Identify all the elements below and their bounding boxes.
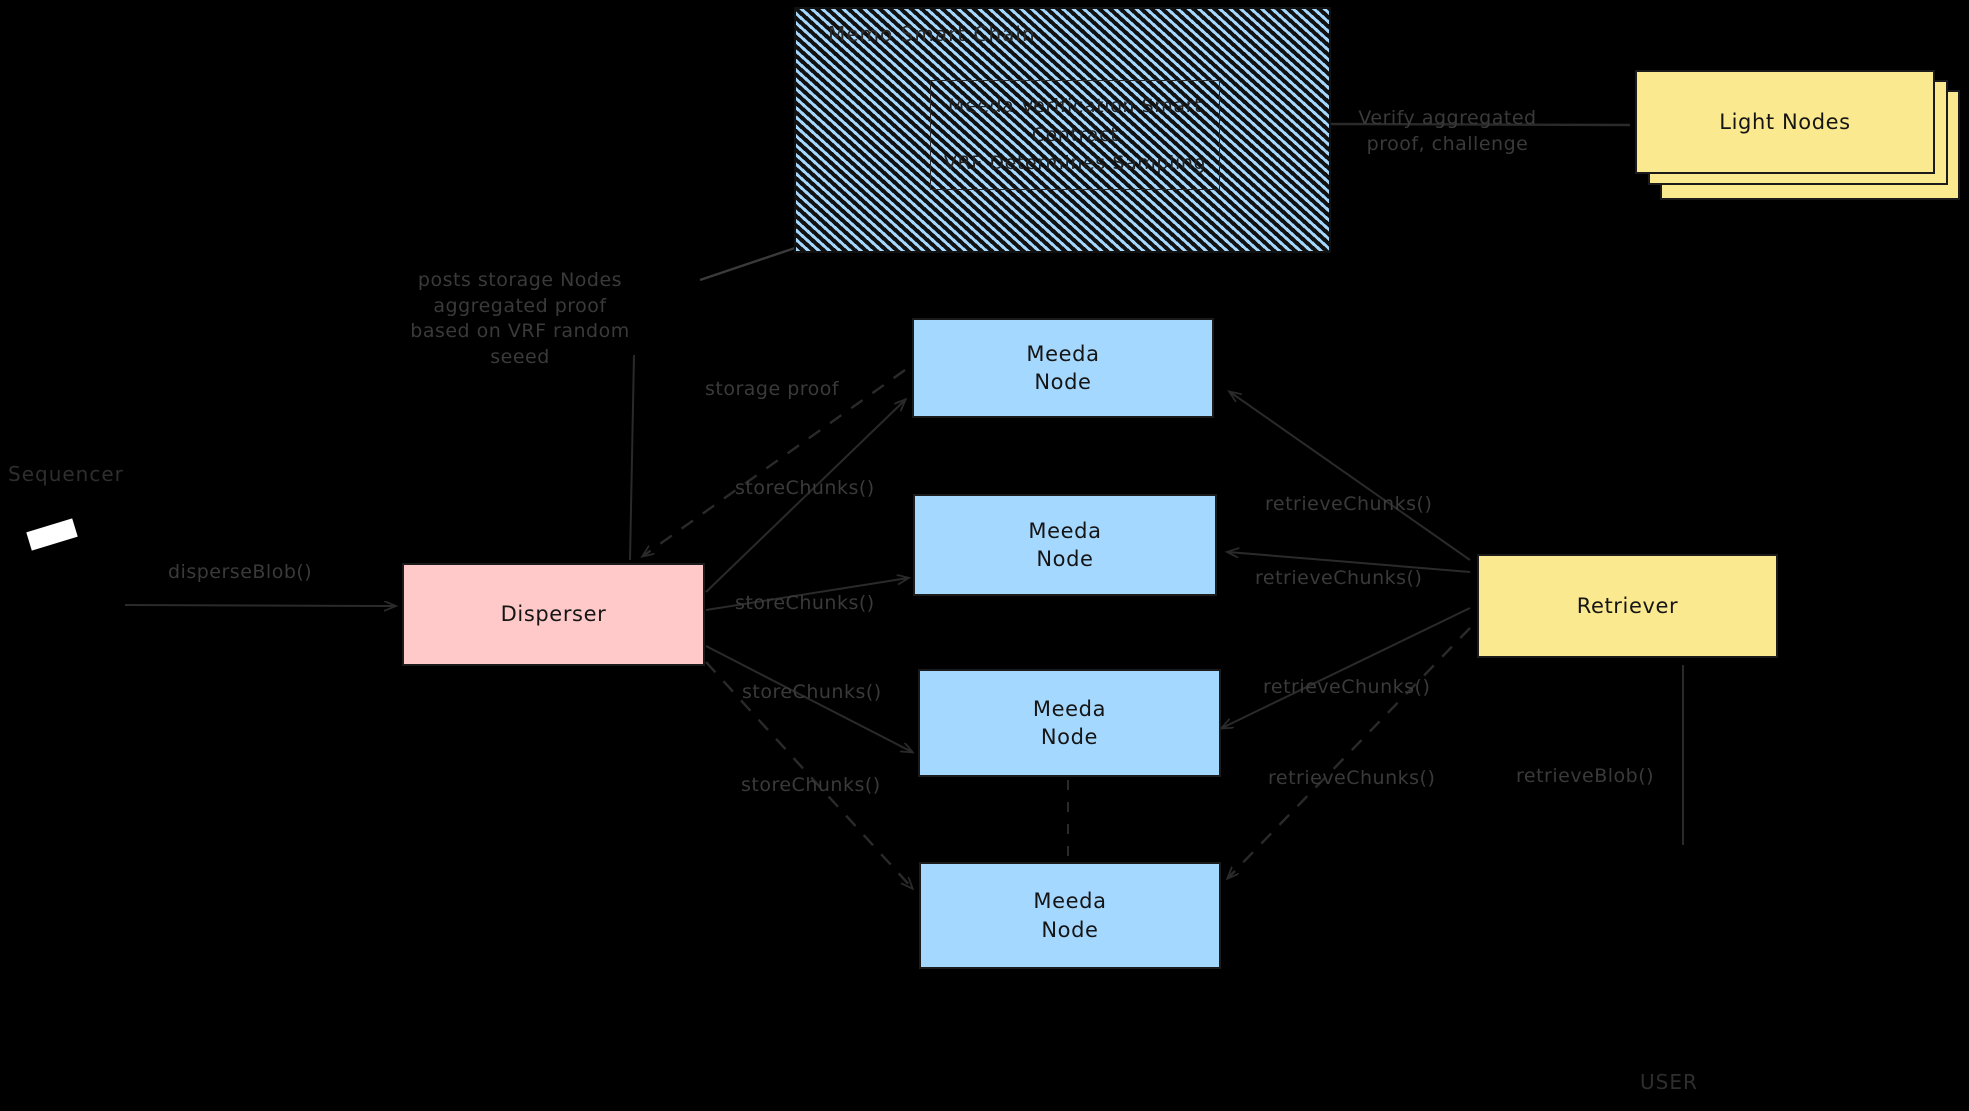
- contract-line-2: Contract: [1031, 123, 1119, 146]
- edge-label-retrieve-chunks-3: retrieveChunks(): [1263, 676, 1431, 698]
- meeda-node-4-line2: Node: [1041, 917, 1099, 942]
- meeda-node-3-line2: Node: [1040, 725, 1099, 749]
- contract-line-1: Meeda Verification Smart: [947, 95, 1203, 118]
- edge-label-store-chunks-3: storeChunks(): [742, 681, 882, 703]
- light-nodes-box[interactable]: Light Nodes: [1635, 70, 1935, 174]
- meeda-node-4[interactable]: Meeda Node: [919, 862, 1221, 969]
- edge-label-retrieve-chunks-1: retrieveChunks(): [1265, 493, 1433, 515]
- edge-retrieve-chunks-4: [1228, 627, 1471, 878]
- edge-label-storage-proof: storage proof: [705, 378, 840, 400]
- disperser-box[interactable]: Disperser: [402, 563, 705, 666]
- edge-label-store-chunks-2: storeChunks(): [735, 592, 875, 614]
- edge-chain-anchor: [699, 246, 796, 282]
- edge-label-disperse-blob: disperseBlob(): [168, 561, 313, 583]
- edge-retrieve-chunks-1: [1230, 392, 1471, 561]
- meeda-node-1-line2: Node: [1034, 370, 1092, 394]
- edge-retrieve-chunks-2: [1228, 552, 1471, 573]
- meeda-verification-contract-box[interactable]: Meeda Verification Smart Contract VRF De…: [930, 80, 1220, 190]
- meeda-node-4-line1: Meeda: [1033, 889, 1107, 914]
- edge-label-store-chunks-4: storeChunks(): [741, 774, 881, 796]
- edge-store-chunks-2: [705, 578, 908, 611]
- meeda-node-1[interactable]: Meeda Node: [912, 318, 1214, 418]
- edge-label-retrieve-blob: retrieveBlob(): [1516, 765, 1655, 787]
- meeda-node-3[interactable]: Meeda Node: [918, 669, 1221, 777]
- edge-verify-proof: [1329, 122, 1631, 127]
- memo-smart-chain-box[interactable]: [794, 7, 1331, 253]
- edge-label-posts-proof: posts storage Nodes aggregated proof bas…: [410, 269, 630, 368]
- light-nodes-label: Light Nodes: [1719, 109, 1851, 134]
- edge-label-retrieve-chunks-4: retrieveChunks(): [1268, 767, 1436, 789]
- edge-retrieve-chunks-3: [1222, 607, 1471, 728]
- edge-store-chunks-3: [705, 645, 912, 752]
- retriever-box[interactable]: Retriever: [1477, 554, 1778, 658]
- meeda-node-1-line1: Meeda: [1026, 341, 1100, 366]
- edge-storage-proof: [643, 369, 906, 556]
- edge-store-chunks-1: [705, 400, 905, 593]
- meeda-node-2-line2: Node: [1036, 547, 1094, 571]
- edge-label-verify-proof: Verify aggregated proof, challenge: [1358, 107, 1537, 155]
- memo-smart-chain-title: Memo Smart Chain: [828, 22, 1036, 46]
- sequencer-label: Sequencer: [8, 462, 124, 486]
- edge-posts-proof: [629, 354, 635, 561]
- edge-disperse-blob: [124, 605, 395, 606]
- disperser-label: Disperser: [500, 602, 607, 627]
- meeda-node-2-line1: Meeda: [1028, 518, 1102, 543]
- retriever-label: Retriever: [1576, 593, 1679, 618]
- contract-line-3: VRF Determines Sampling: [943, 152, 1207, 175]
- meeda-node-3-line1: Meeda: [1032, 696, 1107, 721]
- user-label: USER: [1640, 1070, 1698, 1094]
- edge-label-store-chunks-1: storeChunks(): [735, 477, 875, 499]
- edge-label-retrieve-chunks-2: retrieveChunks(): [1255, 567, 1423, 589]
- meeda-node-2[interactable]: Meeda Node: [913, 494, 1217, 596]
